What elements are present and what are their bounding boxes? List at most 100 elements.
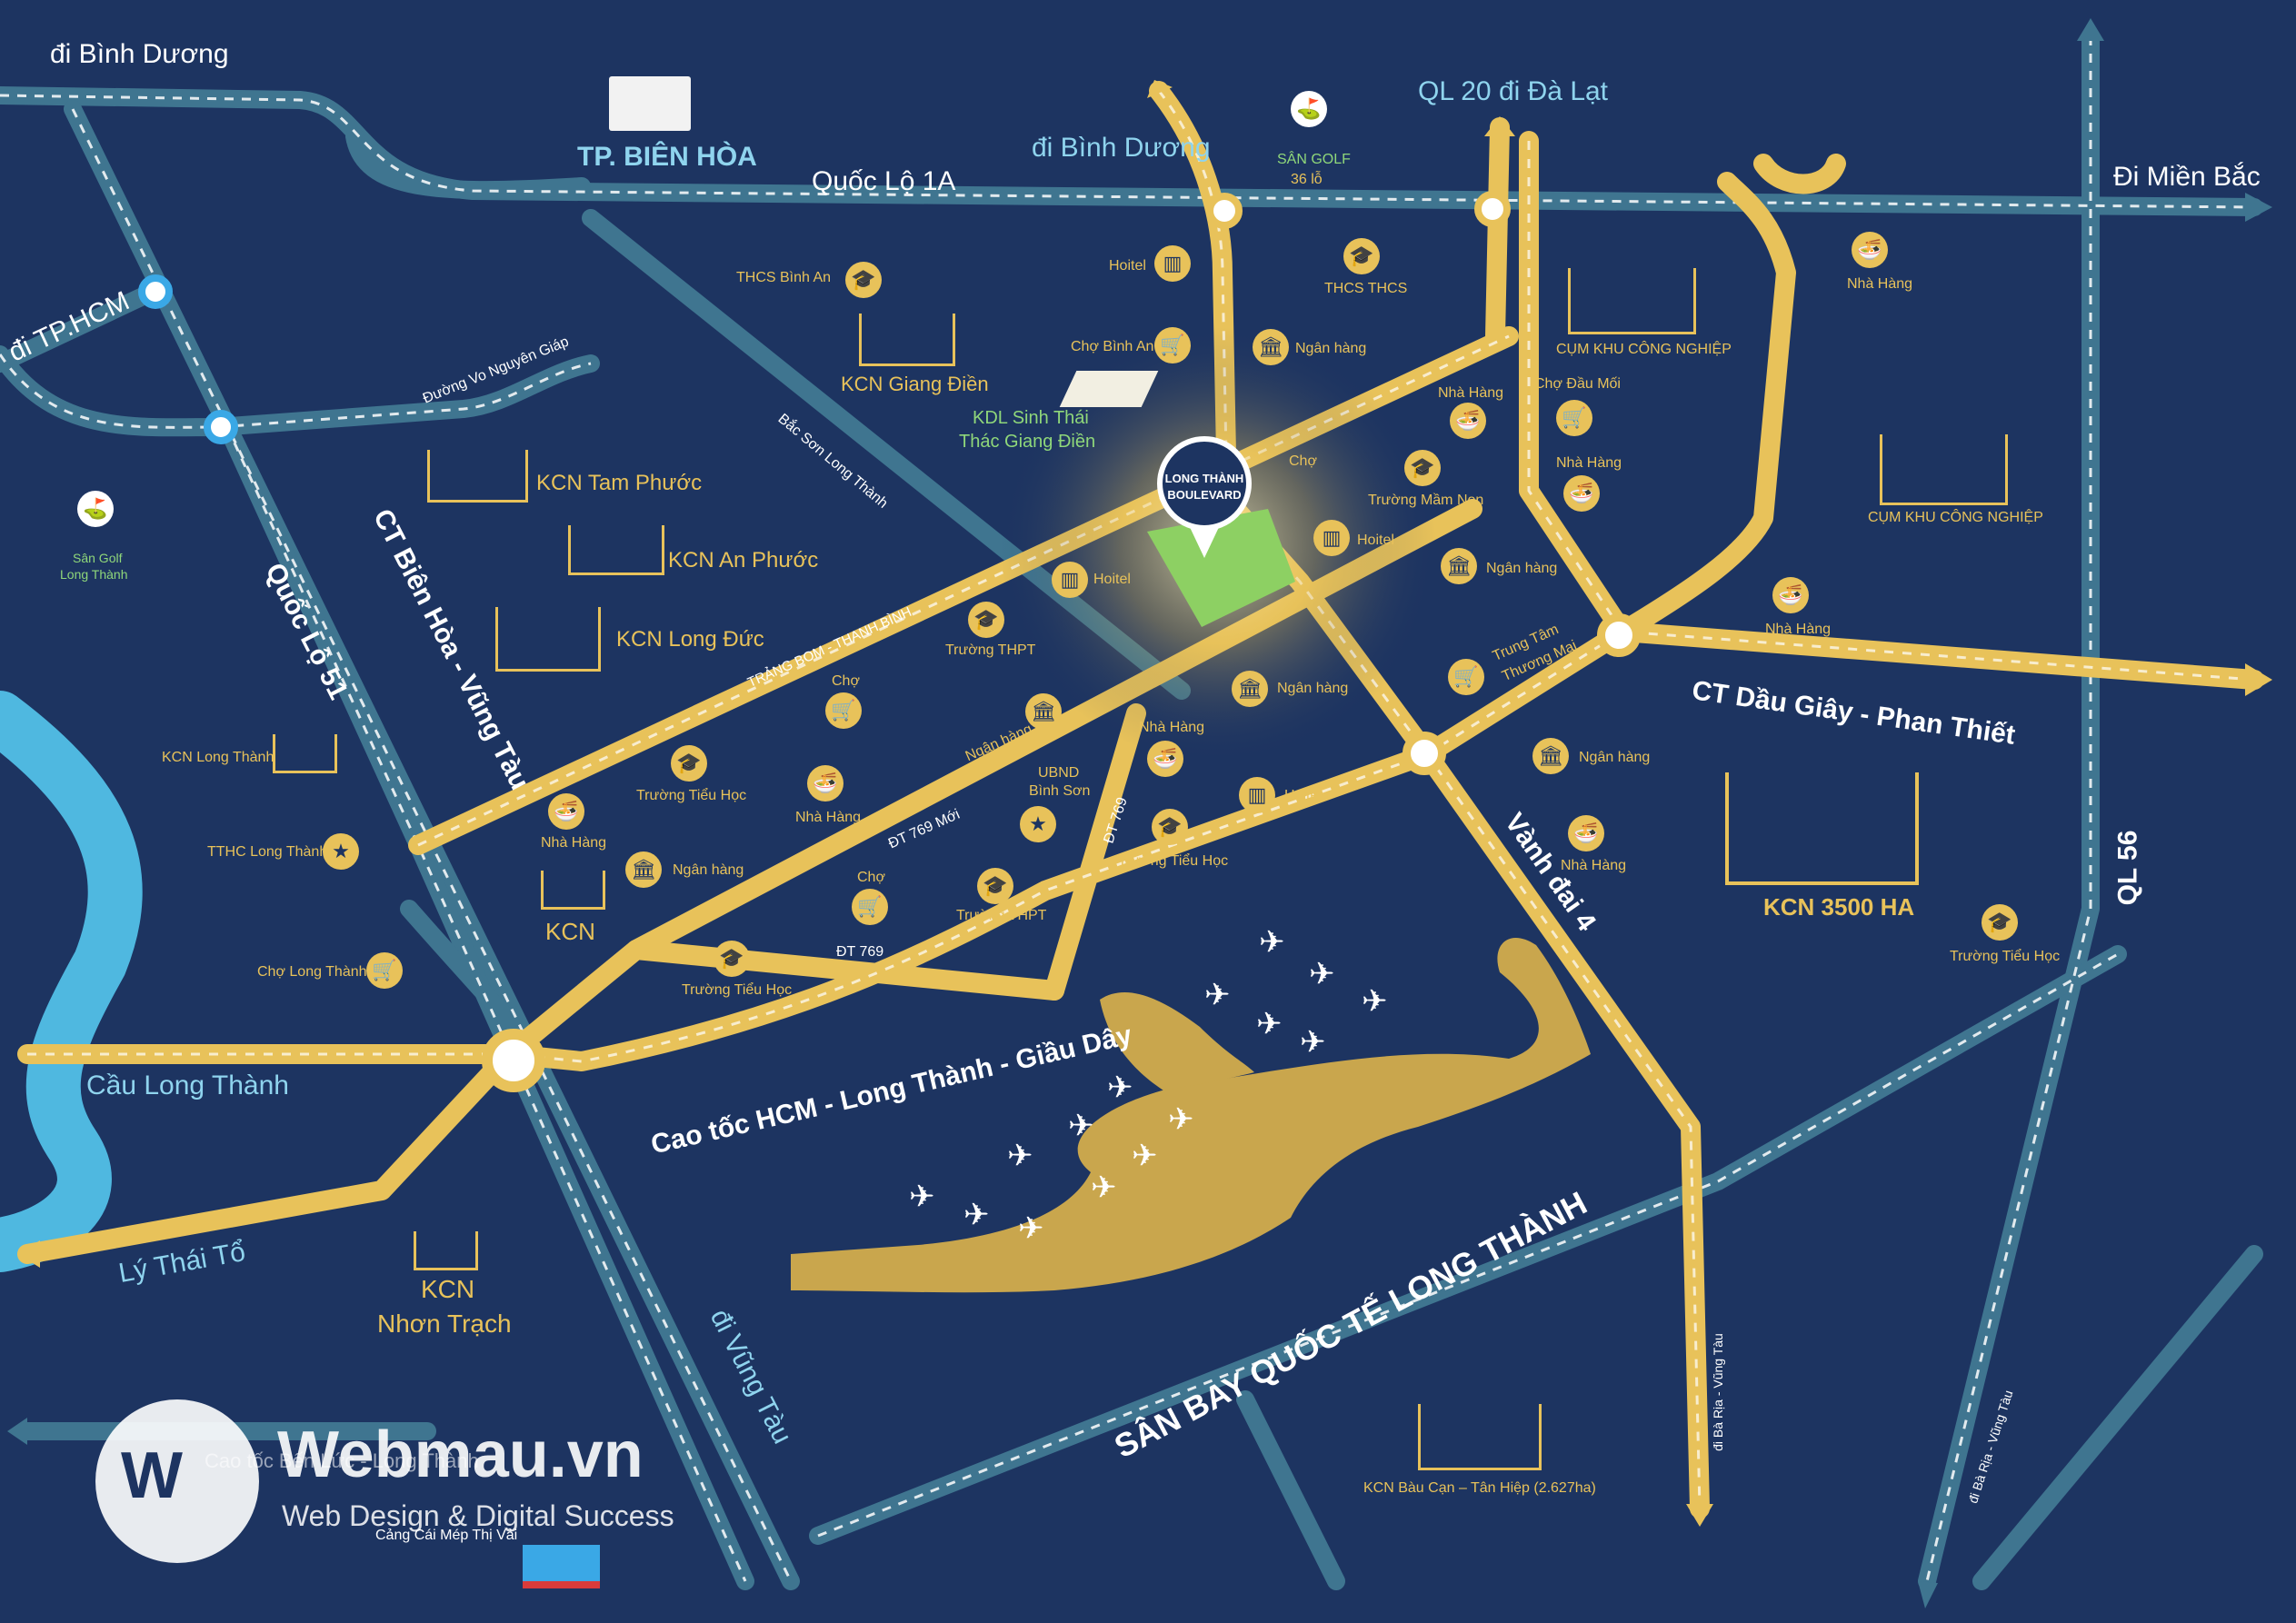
airplane-icon: ✈: [1259, 925, 1285, 960]
label-truong-thpt-1: Trường THPT: [945, 642, 1036, 658]
river: [0, 691, 143, 1272]
hotel-icon: ▥: [1154, 245, 1191, 282]
logo-mark: W: [121, 1439, 183, 1512]
site-name-line1: LONG THÀNH: [1164, 472, 1244, 485]
school-icon: 🎓: [714, 941, 750, 977]
hotel-icon: ▥: [1052, 562, 1088, 598]
label-truong-thpt-2: Trường THPT: [956, 908, 1047, 923]
school-icon: 🎓: [1343, 238, 1380, 274]
restaurant-icon: 🍜: [807, 765, 844, 802]
label-dt769-b: ĐT 769: [836, 944, 884, 960]
golf-icon: ⛳: [1291, 91, 1327, 127]
label-nha-hang-4: Nhà Hàng: [1765, 622, 1832, 637]
label-kdl-1: KDL Sinh Thái: [973, 408, 1089, 428]
star-icon: ★: [1020, 806, 1056, 842]
label-di-mien-bac: Đi Miền Bắc: [2113, 162, 2261, 192]
airplane-icon: ✈: [1068, 1109, 1094, 1143]
label-ql20: QL 20 đi Đà Lạt: [1418, 76, 1609, 106]
road-arrows: [18, 80, 2272, 1527]
restaurant-icon: 🍜: [1772, 577, 1809, 613]
label-nha-hang-7: Nhà Hàng: [541, 835, 607, 851]
label-ubnd-1: UBND: [1038, 765, 1080, 781]
airplane-icon: ✈: [1362, 984, 1388, 1019]
label-cao-toc-bottom: Cao tốc Bến Lức - Long Thành: [205, 1449, 479, 1472]
hotel-icon: ▥: [1239, 777, 1275, 813]
label-ngan-hang-4: Ngân hàng: [1277, 681, 1349, 696]
port-icon: [523, 1545, 600, 1588]
school-icon: 🎓: [968, 602, 1004, 638]
label-cum-khu-1: CỤM KHU CÔNG NGHIỆP: [1556, 342, 1732, 357]
airplane-icon: ✈: [1132, 1139, 1158, 1173]
market-icon: 🛒: [366, 952, 403, 989]
blue-arrows: [7, 18, 2272, 1608]
hotel-icon: ▥: [1313, 520, 1350, 556]
label-truong-tieu-hoc-1: Trường Tiểu Học: [636, 788, 747, 803]
label-cho-3: Chợ: [857, 870, 885, 885]
label-cau-long-thanh: Cầu Long Thành: [86, 1070, 289, 1100]
junction-node: [482, 1029, 545, 1092]
airport-runway: [1100, 991, 1254, 1090]
factory-icon: [273, 734, 337, 773]
label-nha-hang-1: Nhà Hàng: [1847, 276, 1913, 292]
junction-node: [204, 410, 238, 444]
label-cho-1: Chợ: [1289, 453, 1317, 469]
junction-node: [1474, 191, 1511, 227]
factory-icon: [859, 314, 955, 366]
label-nha-hang-5: Nhà Hàng: [1139, 720, 1205, 735]
gold-road-dashes: [27, 90, 2255, 1509]
label-cho-dau-moi: Chợ Đầu Mối: [1534, 376, 1621, 392]
site-marker[interactable]: LONG THÀNH BOULEVARD: [1157, 436, 1252, 531]
airplane-icon: ✈: [1204, 978, 1231, 1012]
junction-node: [1597, 613, 1641, 657]
label-kcn-nhon-trach-1: KCN: [421, 1275, 475, 1303]
watermark-logo: W: [95, 1399, 259, 1563]
bank-icon: 🏛: [1025, 693, 1062, 730]
airplane-icon: ✈: [1168, 1102, 1194, 1137]
label-ngan-hang-1: Ngân hàng: [1295, 341, 1367, 356]
label-san-golf-2: 36 lỗ: [1291, 172, 1323, 187]
airplane-icon: ✈: [1107, 1070, 1133, 1105]
factory-icon: [541, 871, 605, 910]
restaurant-icon: 🍜: [548, 793, 584, 830]
label-nha-hang-6: Nhà Hàng: [795, 810, 862, 825]
label-kcn: KCN: [545, 918, 595, 945]
market-icon: 🛒: [852, 889, 888, 925]
junction-node: [1403, 732, 1446, 775]
building-icon: [609, 76, 691, 131]
bank-icon: 🏛: [1253, 329, 1289, 365]
label-golf-lt-2: Long Thành: [60, 567, 128, 582]
gold-roads: [17, 81, 2264, 1518]
shopping-icon: 🛒: [1448, 659, 1484, 695]
label-ubnd-2: Bình Sơn: [1029, 783, 1091, 799]
label-san-golf-1: SÂN GOLF: [1277, 152, 1351, 167]
label-hoitel-2: Hoitel: [1357, 533, 1394, 548]
label-thcs-thcs: THCS THCS: [1324, 281, 1408, 296]
project-site: [1147, 509, 1295, 627]
label-hoitel-1: Hoitel: [1109, 258, 1146, 274]
label-cho-binh-an: Chợ Bình An: [1071, 339, 1154, 354]
label-kcn-long-duc: KCN Long Đức: [616, 627, 764, 652]
label-hoitel-3: Hoitel: [1093, 572, 1131, 587]
school-icon: 🎓: [1982, 904, 2018, 941]
airplane-icon: ✈: [1256, 1007, 1283, 1041]
label-quoc-lo-1a: Quốc Lộ 1A: [812, 166, 956, 196]
watermark-tagline: Web Design & Digital Success: [282, 1499, 674, 1532]
site-name-line2: BOULEVARD: [1167, 488, 1242, 502]
label-hoitel-4: Hoitel: [1284, 788, 1322, 803]
airplane-icon: ✈: [1091, 1170, 1117, 1205]
label-kdl-2: Thác Giang Điền: [959, 432, 1096, 452]
market-icon: 🛒: [825, 692, 862, 729]
label-ql56: QL 56: [2112, 830, 2143, 906]
label-cho-long-thanh: Chợ Long Thành: [257, 964, 367, 980]
junction-node: [138, 274, 173, 309]
factory-icon: [568, 525, 664, 575]
label-nha-hang-8: Nhà Hàng: [1561, 858, 1627, 873]
restaurant-icon: 🍜: [1852, 232, 1888, 268]
factory-icon: [495, 607, 601, 672]
factory-icon: [427, 450, 528, 503]
airplane-icon: ✈: [1309, 957, 1335, 991]
airplane-icon: ✈: [909, 1180, 935, 1214]
label-truong-tieu-hoc-2: Trường Tiểu Học: [1118, 853, 1229, 869]
label-kcn-nhon-trach-2: Nhơn Trạch: [377, 1309, 512, 1338]
